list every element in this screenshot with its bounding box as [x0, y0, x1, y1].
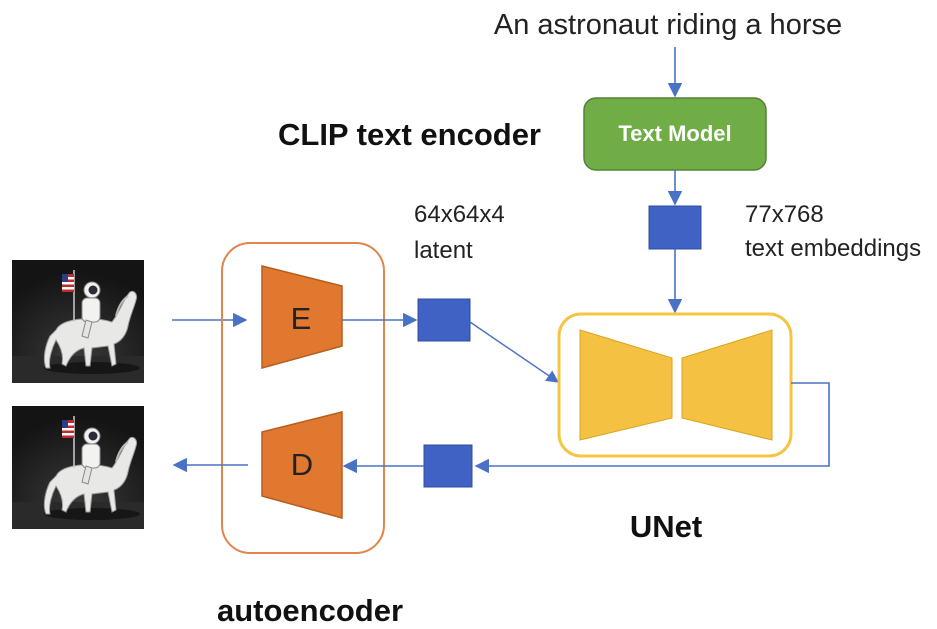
- text-embeddings-size: 77x768: [745, 201, 824, 228]
- unet-up-path: [681, 329, 773, 441]
- decoder-label: D: [291, 447, 313, 482]
- denoised-latent-block: [423, 444, 473, 488]
- text-encoder-title: CLIP text encoder: [278, 117, 541, 152]
- autoencoder-title: autoencoder: [217, 593, 403, 628]
- output-image: [11, 405, 145, 530]
- unet-title: UNet: [630, 509, 702, 544]
- unet-block: [579, 329, 773, 441]
- encoder-label: E: [291, 301, 312, 336]
- decoder-block: D: [261, 411, 343, 519]
- latent-block: [417, 298, 471, 342]
- autoencoder-container: [221, 242, 385, 554]
- text-model-label: Text Model: [618, 121, 731, 146]
- unet-container: [557, 312, 793, 458]
- arrow-latent-to-unet: [469, 321, 560, 383]
- prompt-text: An astronaut riding a horse: [494, 9, 842, 41]
- latent-label: latent: [414, 237, 473, 264]
- latent-size: 64x64x4: [414, 201, 505, 228]
- text-embeddings-label: text embeddings: [745, 235, 921, 262]
- arrow-unet-output-loop: [474, 382, 830, 474]
- unet-down-path: [579, 329, 673, 441]
- input-image: [11, 259, 145, 384]
- text-model-box: Text Model: [583, 97, 767, 171]
- text-embeddings-block: [648, 205, 702, 250]
- encoder-block: E: [261, 265, 343, 369]
